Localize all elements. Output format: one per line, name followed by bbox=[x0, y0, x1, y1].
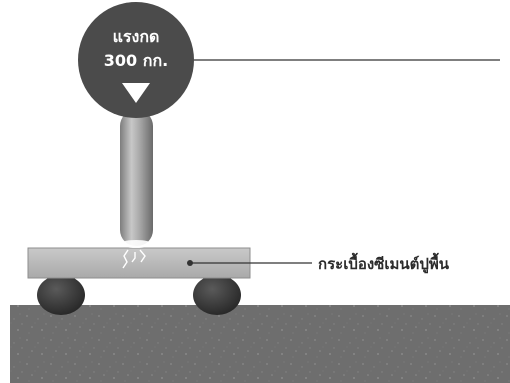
tile-label: กระเบื้องซีเมนต์ปูพื้น bbox=[318, 252, 450, 274]
left-support bbox=[37, 275, 85, 315]
crack-marks bbox=[122, 249, 146, 269]
plunger-tip-highlight bbox=[120, 240, 152, 248]
down-arrow-icon bbox=[122, 83, 150, 103]
force-badge: แรงกด 300 กก. bbox=[78, 2, 194, 118]
right-support bbox=[193, 275, 241, 315]
floor-slab bbox=[10, 305, 510, 383]
force-label: แรงกด bbox=[113, 27, 160, 46]
plunger-rod bbox=[120, 110, 153, 246]
force-value: 300 กก. bbox=[104, 51, 168, 70]
